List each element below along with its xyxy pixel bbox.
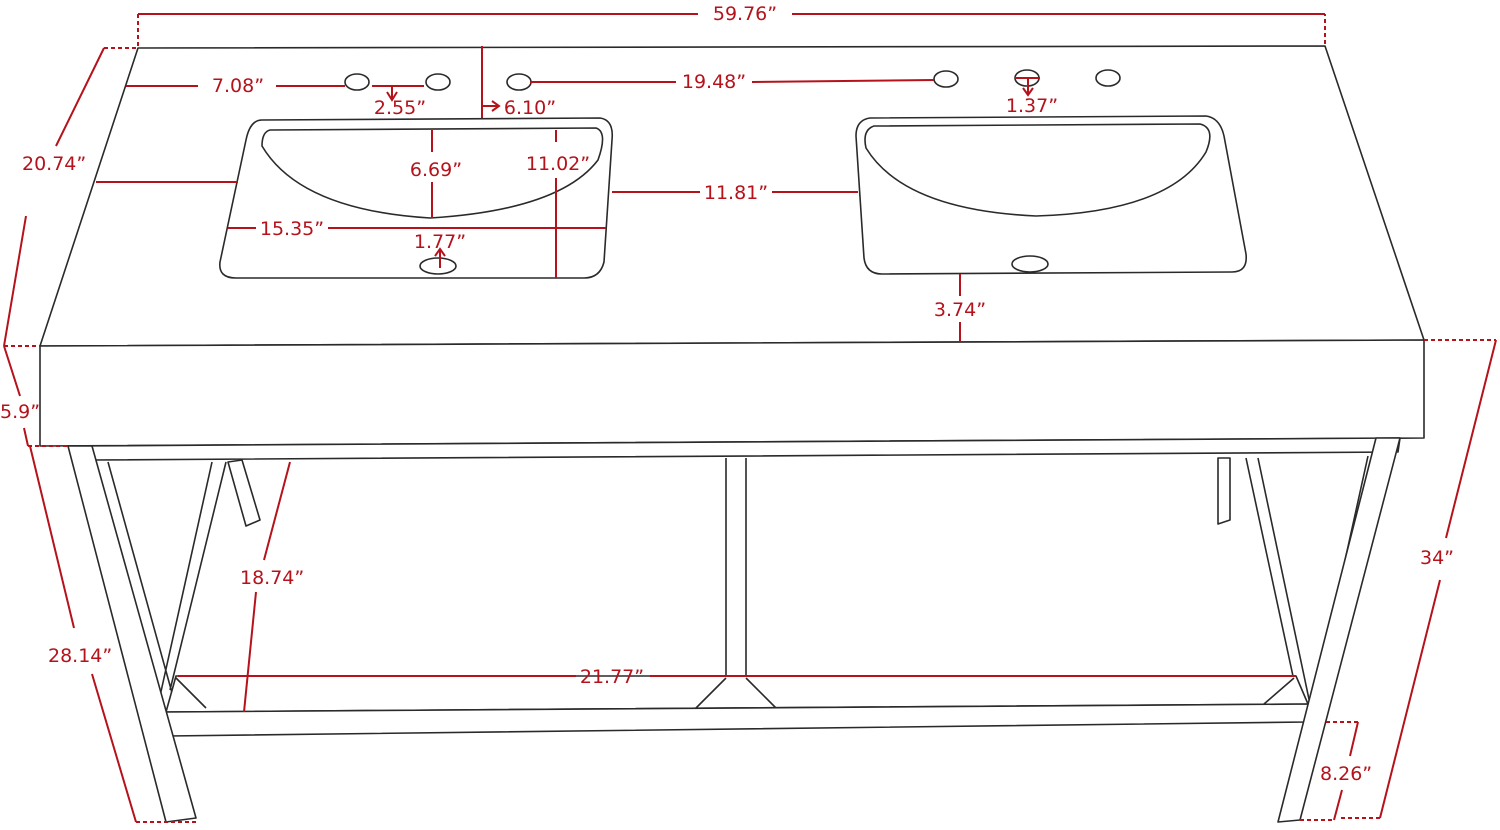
dim-basin-width: 15.35” [260, 218, 324, 240]
dim-basin-front-to-back: 11.02” [526, 153, 590, 175]
dim-overall-depth: 20.74” [22, 153, 86, 175]
right-drain-icon [1011, 255, 1049, 273]
left-drain-icon [419, 257, 457, 275]
dim-edge-to-faucet-hole: 7.08” [212, 75, 264, 97]
dim-countertop-thickness: 5.9” [0, 401, 40, 423]
dim-leg-depth: 8.26” [1320, 763, 1372, 785]
dim-drain-setback: 1.77” [414, 231, 466, 253]
right-frame-side [1245, 455, 1379, 717]
left-basin [219, 117, 614, 279]
dimension-lines [3, 13, 1497, 823]
dim-interior-height: 18.74” [240, 567, 304, 589]
dim-overall-height: 34” [1420, 547, 1454, 569]
faucet-hole-icon [344, 73, 370, 91]
vanity-drawing [39, 45, 1425, 823]
dimension-labels: 59.76” 20.74” 5.9” 28.14” 34” 8.26” 18.7… [0, 3, 1454, 785]
faucet-hole-icon [425, 73, 451, 91]
dim-shelf-width: 21.77” [580, 666, 644, 688]
faucet-hole-icon [506, 73, 532, 91]
faucet-holes [344, 69, 1121, 91]
center-divider [725, 458, 747, 708]
dim-faucet-hole-offset: 2.55” [374, 97, 426, 119]
back-left-leg [227, 459, 261, 527]
back-right-leg [1217, 457, 1231, 525]
front-left-leg [67, 445, 197, 823]
faucet-hole-icon [933, 70, 959, 88]
dim-basin-depth: 6.69” [410, 159, 462, 181]
right-basin [855, 115, 1248, 275]
dim-front-to-basin: 3.74” [934, 299, 986, 321]
dim-basin-gap: 11.81” [704, 182, 768, 204]
dim-leg-height: 28.14” [48, 645, 112, 667]
dim-back-to-basin: 6.10” [504, 97, 556, 119]
dim-faucet-hole-setback: 1.37” [1006, 95, 1058, 117]
faucet-hole-icon [1095, 69, 1121, 87]
countertop-front-face [39, 339, 1425, 447]
dim-overall-width: 59.76” [713, 3, 777, 25]
dim-faucet-hole-spacing: 19.48” [682, 71, 746, 93]
